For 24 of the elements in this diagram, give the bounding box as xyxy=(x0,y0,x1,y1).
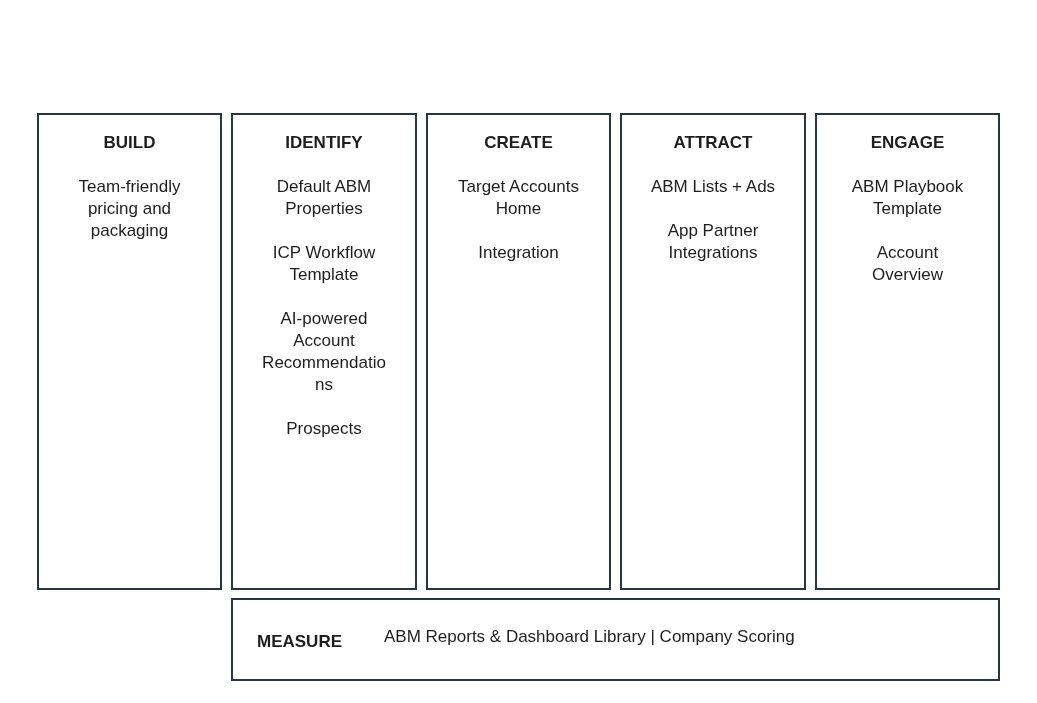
column-box xyxy=(426,113,611,590)
feature-text: AI-powered Account Recommendations xyxy=(261,308,387,396)
feature-text: ICP Workflow Template xyxy=(271,242,377,286)
column-heading: ENGAGE xyxy=(870,133,945,153)
feature-text: Integration xyxy=(477,242,560,264)
column-box xyxy=(231,113,417,590)
feature-text: ABM Reports & Dashboard Library | Company Scoring xyxy=(384,626,795,647)
row-box xyxy=(231,598,1000,681)
feature-text: Team-friendly pricing and packaging xyxy=(77,176,182,242)
column-box xyxy=(37,113,222,590)
feature-text: App Partner Integrations xyxy=(666,220,760,264)
column-box xyxy=(620,113,806,590)
column-heading: MEASURE xyxy=(257,631,342,652)
feature-text: Default ABM Properties xyxy=(275,176,373,220)
column-box xyxy=(815,113,1000,590)
column-heading: ATTRACT xyxy=(673,133,753,153)
column-heading: BUILD xyxy=(103,133,156,153)
feature-text: Target Accounts Home xyxy=(457,176,580,220)
column-heading: CREATE xyxy=(484,133,553,153)
feature-text: ABM Lists + Ads xyxy=(649,176,777,198)
feature-text: Account Overview xyxy=(871,242,944,286)
column-heading: IDENTIFY xyxy=(285,133,363,153)
feature-text: ABM Playbook Template xyxy=(850,176,965,220)
feature-text: Prospects xyxy=(285,418,363,440)
